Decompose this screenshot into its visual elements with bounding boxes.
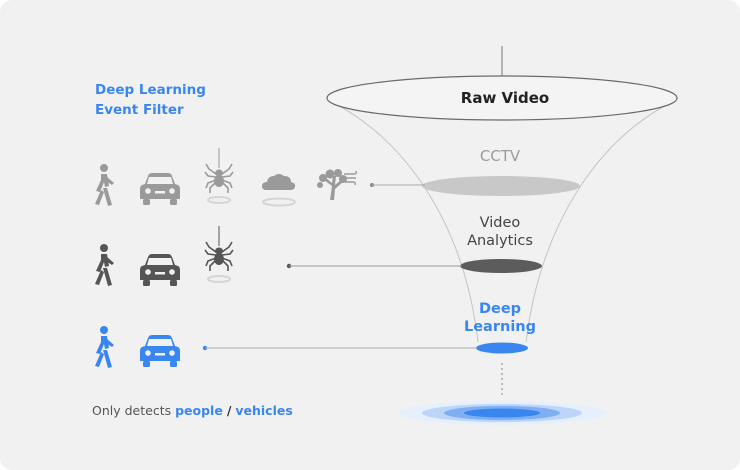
video-analytics-line-1: Video: [479, 215, 521, 231]
cctv-disc: [422, 176, 580, 196]
diagram-title: Deep Learning Event Filter: [95, 80, 206, 120]
car-icon: [140, 173, 180, 205]
deep-learning-disc: [476, 342, 528, 354]
video-analytics-line-2: Analytics: [467, 233, 533, 249]
footer-prefix: Only detects: [92, 403, 172, 418]
car-icon: [140, 335, 180, 367]
video-analytics-label: Video Analytics: [440, 214, 560, 250]
person-walking-icon: [95, 326, 114, 368]
car-icon: [140, 254, 180, 286]
tree-wind-icon: [317, 169, 357, 200]
title-line-2: Event Filter: [95, 102, 184, 118]
spider-icon: [204, 148, 234, 204]
footer-separator: /: [226, 403, 232, 418]
funnel-left-side: [327, 99, 479, 343]
deep-learning-line-1: Deep: [478, 301, 522, 317]
footer-caption: Only detects people / vehicles: [92, 403, 293, 418]
output-ripple-inner: [464, 408, 540, 418]
spider-icon: [204, 226, 234, 283]
raw-video-ellipse: [326, 75, 678, 121]
footer-vehicles: vehicles: [235, 403, 293, 418]
funnel-right-side: [525, 99, 677, 343]
deep-learning-line-2: Learning: [463, 319, 536, 335]
video-analytics-disc: [460, 259, 542, 273]
title-line-1: Deep Learning: [95, 82, 206, 98]
person-walking-icon: [95, 164, 114, 206]
cloud-icon: [262, 174, 296, 207]
footer-people: people: [175, 403, 223, 418]
cctv-label: CCTV: [479, 147, 521, 165]
deep-learning-label: Deep Learning: [440, 300, 560, 336]
raw-video-label: Raw Video: [460, 89, 550, 107]
person-walking-icon: [95, 244, 114, 286]
